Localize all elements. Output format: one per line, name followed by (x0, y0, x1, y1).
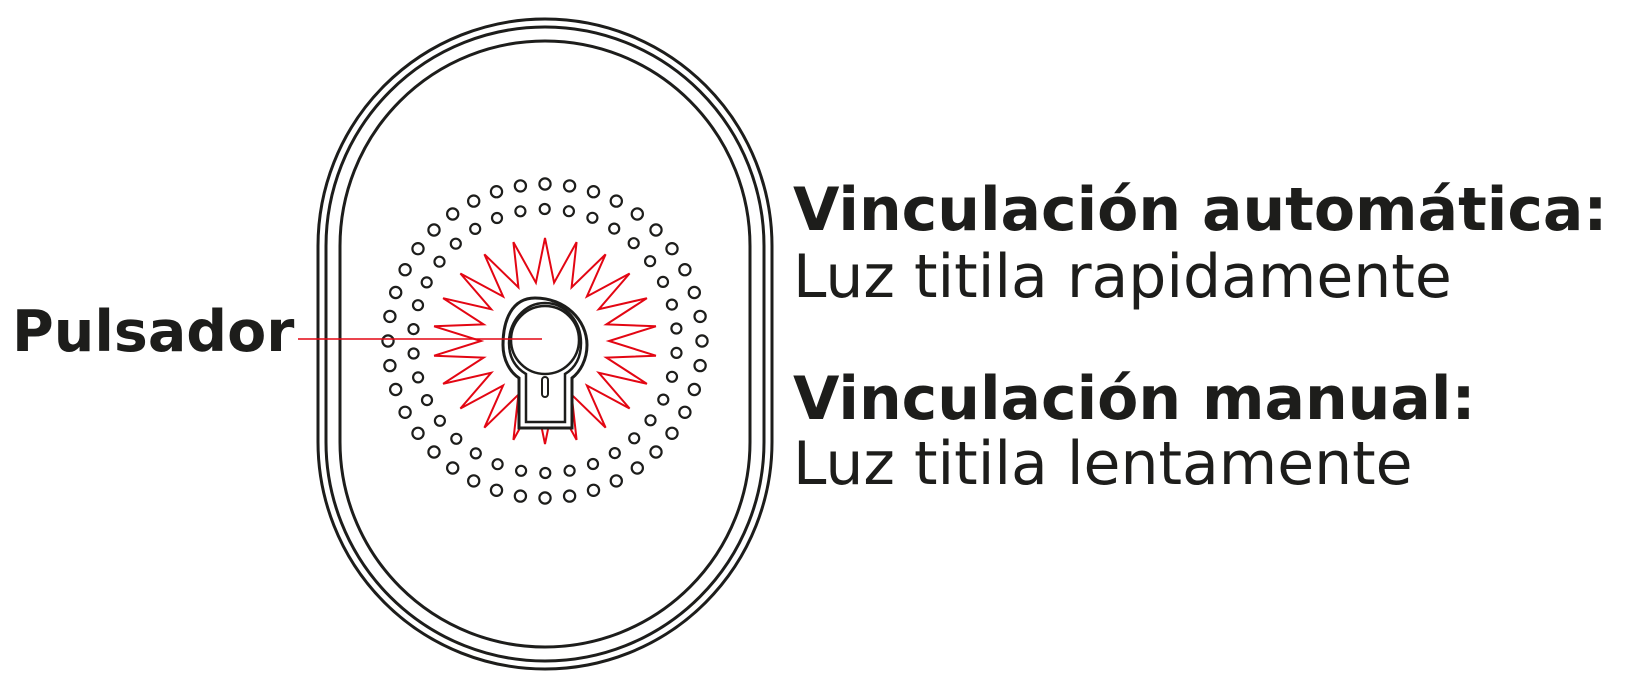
speaker-hole (644, 414, 657, 427)
speaker-hole (665, 370, 679, 383)
speaker-hole (427, 445, 441, 459)
speaker-hole (389, 382, 403, 397)
speaker-hole (407, 323, 420, 336)
device-body-icon (316, 17, 774, 671)
speaker-hole (670, 346, 683, 359)
speaker-hole (538, 202, 551, 216)
speaker-hole (411, 426, 425, 440)
manual-pairing-description: Luz titila lentamente (793, 429, 1413, 499)
speaker-hole (398, 405, 412, 419)
speaker-hole (449, 237, 462, 250)
speaker-hole (469, 447, 482, 460)
speaker-hole (562, 179, 577, 193)
speaker-hole (586, 457, 600, 471)
speaker-hole (411, 241, 425, 256)
speaker-hole (627, 237, 640, 250)
speaker-hole (398, 263, 412, 277)
speaker-hole (693, 309, 707, 324)
speaker-hole (513, 489, 528, 503)
speaker-hole (433, 255, 446, 268)
speaker-hole (446, 461, 460, 475)
auto-pairing-title: Vinculación automática: (793, 175, 1608, 245)
speaker-hole (489, 483, 504, 497)
speaker-hole (665, 241, 679, 256)
speaker-hole (649, 445, 663, 459)
speaker-hole (643, 255, 657, 268)
speaker-hole (538, 177, 552, 191)
auto-pairing-description: Luz titila rapidamente (793, 242, 1452, 312)
speaker-hole (383, 358, 397, 373)
button-label: Pulsador (12, 299, 295, 365)
speaker-hole (467, 194, 481, 208)
speaker-hole (657, 393, 670, 406)
speaker-hole (489, 184, 504, 199)
blink-light-icon (433, 237, 657, 445)
speaker-hole (381, 334, 395, 348)
speaker-hole (514, 205, 527, 218)
speaker-hole (469, 222, 482, 235)
speaker-hole (693, 358, 707, 373)
speaker-hole (491, 458, 504, 471)
speaker-holes-icon (381, 177, 709, 505)
speaker-hole (562, 489, 577, 503)
speaker-hole (450, 432, 463, 445)
speaker-hole (420, 394, 434, 407)
speaker-hole (656, 275, 670, 288)
speaker-hole (490, 211, 504, 225)
speaker-hole (467, 474, 481, 488)
speaker-hole (628, 432, 641, 445)
speaker-hole (630, 207, 645, 221)
speaker-hole (412, 371, 425, 384)
speaker-hole (433, 414, 446, 427)
speaker-hole (586, 211, 599, 224)
speaker-hole (609, 194, 624, 208)
speaker-hole (630, 461, 645, 475)
speaker-hole (695, 334, 709, 348)
speaker-hole (562, 205, 576, 218)
speaker-hole (407, 347, 420, 360)
speaker-hole (649, 223, 663, 237)
speaker-hole (608, 447, 621, 460)
speaker-hole (420, 276, 433, 289)
speaker-hole (665, 426, 679, 440)
speaker-hole (513, 179, 528, 193)
speaker-hole (514, 464, 528, 477)
speaker-hole (665, 298, 679, 311)
speaker-hole (670, 322, 683, 335)
speaker-hole (389, 285, 403, 300)
speaker-hole (427, 223, 441, 237)
speaker-hole (586, 184, 601, 199)
speaker-hole (538, 491, 552, 505)
speaker-hole (678, 263, 692, 277)
speaker-hole (586, 483, 601, 497)
speaker-hole (539, 466, 552, 480)
manual-pairing-title: Vinculación manual: (793, 364, 1476, 434)
speaker-hole (678, 405, 692, 419)
speaker-hole (687, 285, 702, 300)
button-icon (501, 296, 589, 430)
speaker-hole (609, 474, 624, 488)
speaker-hole (687, 382, 702, 397)
speaker-hole (563, 464, 576, 477)
speaker-hole (446, 207, 460, 221)
speaker-hole (411, 299, 425, 312)
speaker-hole (608, 222, 621, 235)
speaker-hole (383, 309, 397, 324)
